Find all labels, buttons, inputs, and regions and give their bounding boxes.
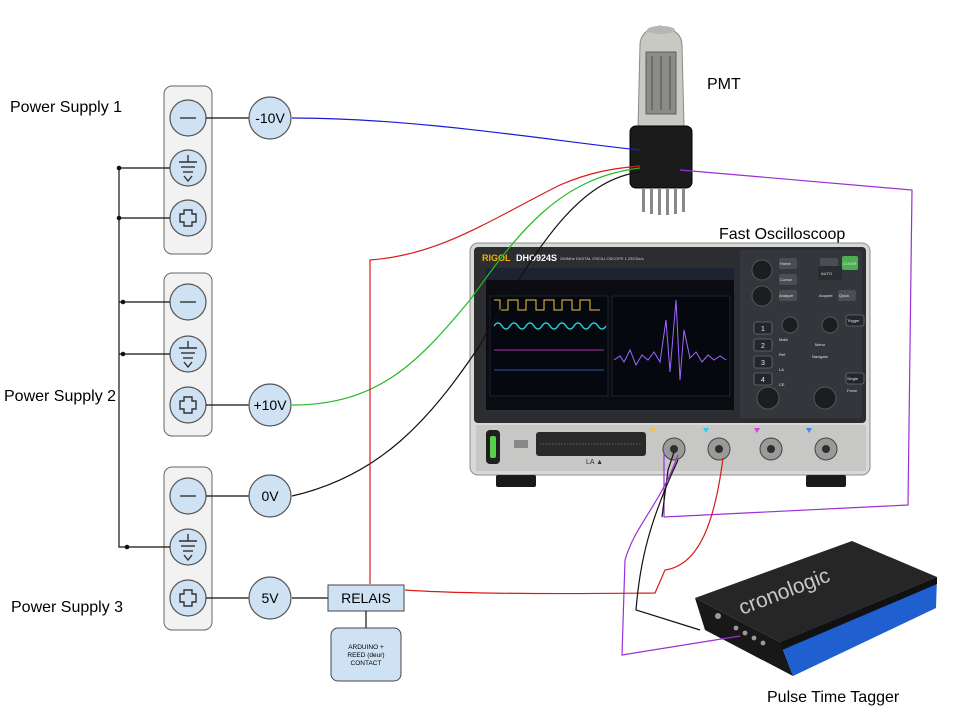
- analyze-button[interactable]: Analyze: [779, 293, 794, 298]
- force-button[interactable]: Force: [847, 388, 858, 393]
- scope-label: Fast Oscilloscoop: [719, 226, 845, 243]
- arduino-line-3: CONTACT: [351, 660, 382, 667]
- ce-button[interactable]: CE: [779, 382, 785, 387]
- ground-terminal-icon: [169, 335, 207, 373]
- ps1-label: Power Supply 1: [10, 99, 122, 116]
- scope-bnc-ports: [650, 428, 838, 461]
- voltage-node-zero: 0V: [248, 474, 292, 518]
- power-supply-1-panel: [163, 85, 213, 255]
- cursor-button[interactable]: Cursor: [780, 277, 793, 282]
- acquire-button[interactable]: Acquire: [819, 293, 833, 298]
- relais-box: RELAIS: [327, 584, 405, 612]
- wire-black-scope: [661, 451, 675, 518]
- channel-key-4[interactable]: 4: [761, 377, 765, 384]
- wire-purple-tagger: [621, 454, 741, 656]
- tagger-label: Pulse Time Tagger: [767, 689, 900, 706]
- plus-terminal-icon: [169, 579, 207, 617]
- voltage-label: -10V: [255, 110, 285, 126]
- scope-button-labels: Home Cursor Analyze Acquire Quick Math R…: [779, 261, 860, 393]
- minus-terminal-icon: [169, 477, 207, 515]
- power-supply-3-panel: [163, 466, 213, 631]
- voltage-node-five: 5V: [248, 576, 292, 620]
- wire-green: [291, 167, 641, 406]
- voltage-node-minus10: -10V: [248, 96, 292, 140]
- single-button[interactable]: Single: [847, 376, 859, 381]
- channel-key-2[interactable]: 2: [761, 343, 765, 350]
- scope-brand: RIGOL: [482, 253, 511, 263]
- pmt-label: PMT: [707, 76, 741, 93]
- clear-button[interactable]: CLEAR: [843, 261, 856, 266]
- oscilloscope-device: 1 2 3 4 Home Cursor Analyze Acquire Quic…: [469, 242, 871, 487]
- ps3-label: Power Supply 3: [11, 599, 123, 616]
- ground-bus: [118, 167, 170, 548]
- arduino-line-2: REED (deur): [347, 652, 384, 659]
- ground-terminal-icon: [169, 149, 207, 187]
- plus-terminal-icon: [169, 199, 207, 237]
- scope-waveform-right: [611, 295, 731, 397]
- channel-key-1[interactable]: 1: [761, 326, 765, 333]
- wire-red-tagger: [404, 457, 724, 595]
- voltage-label: +10V: [253, 397, 287, 413]
- bus-junctions: [116, 165, 130, 550]
- wire-red-pmt: [369, 165, 641, 584]
- la-port-label: LA ▲: [586, 459, 603, 466]
- auto-button[interactable]: AUTO: [821, 271, 832, 276]
- minus-terminal-icon: [169, 99, 207, 137]
- voltage-label: 5V: [261, 590, 279, 606]
- time-tagger-device: cronologic: [695, 541, 937, 676]
- power-supply-2-panel: [163, 272, 213, 437]
- home-button[interactable]: Home: [780, 261, 791, 266]
- channel-key-3[interactable]: 3: [761, 360, 765, 367]
- relais-label: RELAIS: [341, 590, 391, 606]
- wire-dark-tagger: [635, 459, 701, 631]
- plus-terminal-icon: [169, 386, 207, 424]
- wire-blue: [291, 117, 641, 151]
- wire-purple-pmt: [663, 169, 913, 518]
- arduino-box: ARDUINO + REED (deur) CONTACT: [330, 627, 402, 682]
- ps2-label: Power Supply 2: [4, 388, 116, 405]
- math-button[interactable]: Math: [779, 337, 788, 342]
- wire-black: [291, 171, 641, 497]
- pmt-tube-icon: [629, 25, 693, 215]
- voltage-label: 0V: [261, 488, 279, 504]
- scope-model: DHO924S: [516, 253, 557, 263]
- scope-spec: 250MHz DIGITAL OSCILLOSCOPE 1.25GSa/s: [560, 256, 644, 261]
- arduino-line-1: ARDUINO +: [348, 644, 384, 651]
- minus-terminal-icon: [169, 283, 207, 321]
- scope-waveform-left: [489, 295, 609, 397]
- ref-button[interactable]: Ref: [779, 352, 786, 357]
- terminal-connectors: [206, 117, 250, 599]
- menu-button[interactable]: Menu: [815, 342, 825, 347]
- voltage-node-plus10: +10V: [248, 383, 292, 427]
- la-button[interactable]: LA: [779, 367, 784, 372]
- navigate-button[interactable]: Navigate: [812, 354, 829, 359]
- quick-button[interactable]: Quick: [839, 293, 849, 298]
- trigger-button[interactable]: Trigger: [847, 318, 860, 323]
- scope-channel-key-labels: 1 2 3 4: [761, 326, 765, 384]
- ground-terminal-icon: [169, 528, 207, 566]
